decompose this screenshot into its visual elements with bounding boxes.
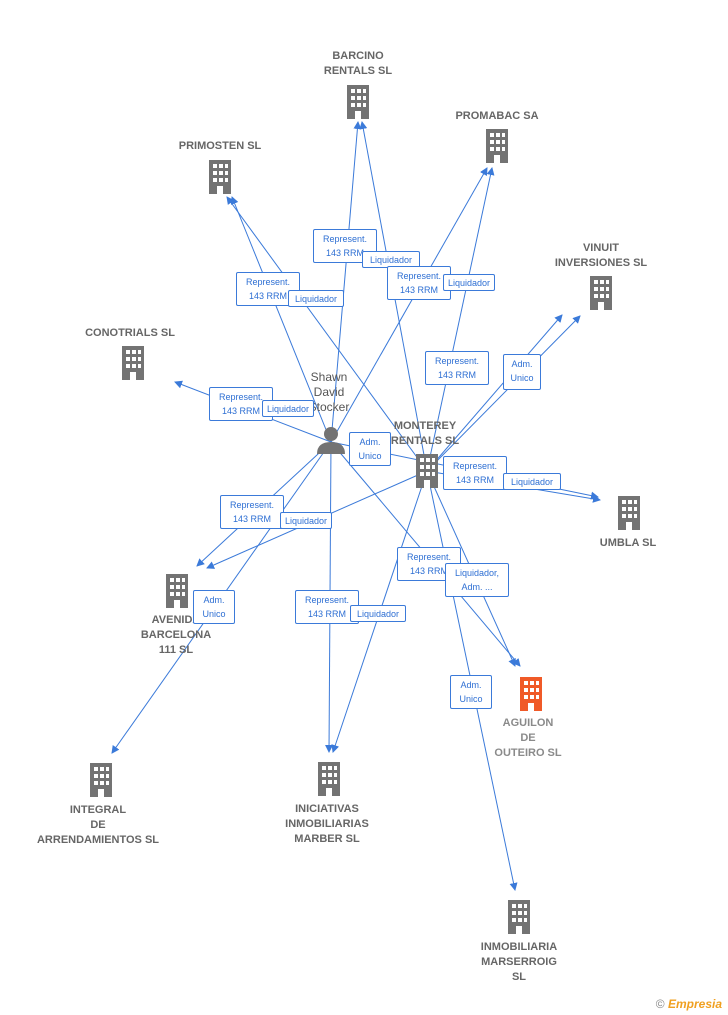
- aguilon-building-icon[interactable]: [520, 677, 542, 711]
- brand-footer[interactable]: © Empresia: [656, 997, 722, 1011]
- relationship-edge: [330, 167, 488, 443]
- primosten-building-icon[interactable]: [209, 160, 231, 194]
- monterey-label[interactable]: MONTEREY RENTALS SL: [390, 420, 460, 447]
- marserroig-building-icon[interactable]: [508, 900, 530, 934]
- avenida-building-icon[interactable]: [166, 574, 188, 608]
- integral-label[interactable]: INTEGRAL DE ARRENDAMIENTOS SL: [36, 804, 160, 846]
- brand-name: Empresia: [667, 997, 722, 1011]
- edge-label[interactable]: Represent. 143 RRM: [236, 272, 300, 306]
- person-name-label[interactable]: Shawn David Stocker: [308, 370, 350, 414]
- edge-label[interactable]: Represent. 143 RRM: [443, 456, 507, 490]
- edge-label[interactable]: Liquidador: [443, 274, 495, 291]
- edge-label[interactable]: Adm. Unico: [349, 432, 391, 466]
- icons-layer: [90, 85, 640, 934]
- edge-label[interactable]: Liquidador: [288, 290, 344, 307]
- relationship-edge: [426, 167, 495, 472]
- vinuit-building-icon[interactable]: [590, 276, 612, 310]
- edge-label[interactable]: Liquidador: [262, 400, 314, 417]
- edge-label[interactable]: Represent. 143 RRM: [387, 266, 451, 300]
- edge-label[interactable]: Adm. Unico: [503, 354, 541, 390]
- iniciativas-building-icon[interactable]: [318, 762, 340, 796]
- copyright-symbol: ©: [655, 997, 665, 1011]
- promabac-label[interactable]: PROMABAC SA: [455, 110, 539, 122]
- monterey-building-icon[interactable]: [416, 454, 438, 488]
- edge-label[interactable]: Represent. 143 RRM: [425, 351, 489, 385]
- edge-label[interactable]: Liquidador: [350, 605, 406, 622]
- conotrials-label[interactable]: CONOTRIALS SL: [85, 327, 175, 339]
- promabac-building-icon[interactable]: [486, 129, 508, 163]
- relationship-edge: [330, 121, 362, 443]
- edge-label[interactable]: Adm. Unico: [450, 675, 492, 709]
- relationship-edge: [226, 196, 428, 472]
- umbla-building-icon[interactable]: [618, 496, 640, 530]
- conotrials-building-icon[interactable]: [122, 346, 144, 380]
- barcino-building-icon[interactable]: [347, 85, 369, 119]
- aguilon-label[interactable]: AGUILON DE OUTEIRO SL: [494, 717, 562, 759]
- relationship-edge: [426, 315, 581, 472]
- person-icon[interactable]: [317, 427, 345, 454]
- relationship-edge: [426, 314, 563, 472]
- relationship-edge: [230, 196, 332, 443]
- barcino-label[interactable]: BARCINO RENTALS SL: [323, 50, 393, 77]
- marserroig-label[interactable]: INMOBILIARIA MARSERROIG SL: [480, 941, 558, 983]
- edge-label[interactable]: Liquidador, Adm. ...: [445, 563, 509, 597]
- edge-label[interactable]: Represent. 143 RRM: [220, 495, 284, 529]
- avenida-label[interactable]: AVENIDA BARCELONA 111 SL: [140, 614, 212, 656]
- integral-building-icon[interactable]: [90, 763, 112, 797]
- edge-label[interactable]: Liquidador: [503, 473, 561, 490]
- vinuit-label[interactable]: VINUIT INVERSIONES SL: [554, 242, 648, 269]
- edge-label[interactable]: Liquidador: [280, 512, 332, 529]
- primosten-label[interactable]: PRIMOSTEN SL: [178, 140, 262, 152]
- iniciativas-label[interactable]: INICIATIVAS INMOBILIARIAS MARBER SL: [285, 803, 369, 845]
- edge-label[interactable]: Adm. Unico: [193, 590, 235, 624]
- umbla-label[interactable]: UMBLA SL: [599, 537, 657, 549]
